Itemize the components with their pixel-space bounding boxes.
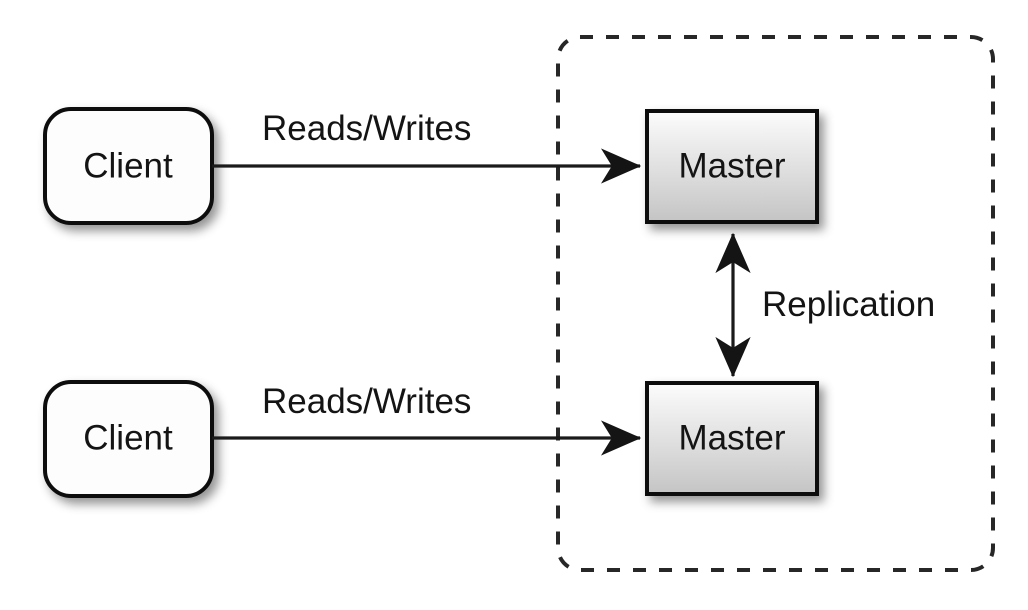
node-master-bottom[interactable]: Master xyxy=(645,381,819,496)
master-bottom-box xyxy=(645,381,819,496)
node-master-top[interactable]: Master xyxy=(645,109,819,224)
edge-master-to-master-replication[interactable]: Replication xyxy=(715,232,935,378)
master-bottom-label: Master xyxy=(679,418,786,457)
edge-client-top-to-master-top[interactable]: Reads/Writes xyxy=(212,109,642,184)
master-top-box xyxy=(645,109,819,224)
node-client-top[interactable]: Client xyxy=(43,107,214,225)
node-client-bottom[interactable]: Client xyxy=(43,380,214,498)
edge-client-bottom-to-master-bottom[interactable]: Reads/Writes xyxy=(212,382,642,456)
edge-label-reads-writes-top: Reads/Writes xyxy=(262,109,471,148)
client-top-label: Client xyxy=(83,146,173,185)
edge-label-replication: Replication xyxy=(762,285,935,324)
client-bottom-label: Client xyxy=(83,418,173,457)
edge-label-reads-writes-bottom: Reads/Writes xyxy=(262,382,471,421)
cluster-boundary xyxy=(556,35,995,572)
master-top-label: Master xyxy=(679,146,786,185)
